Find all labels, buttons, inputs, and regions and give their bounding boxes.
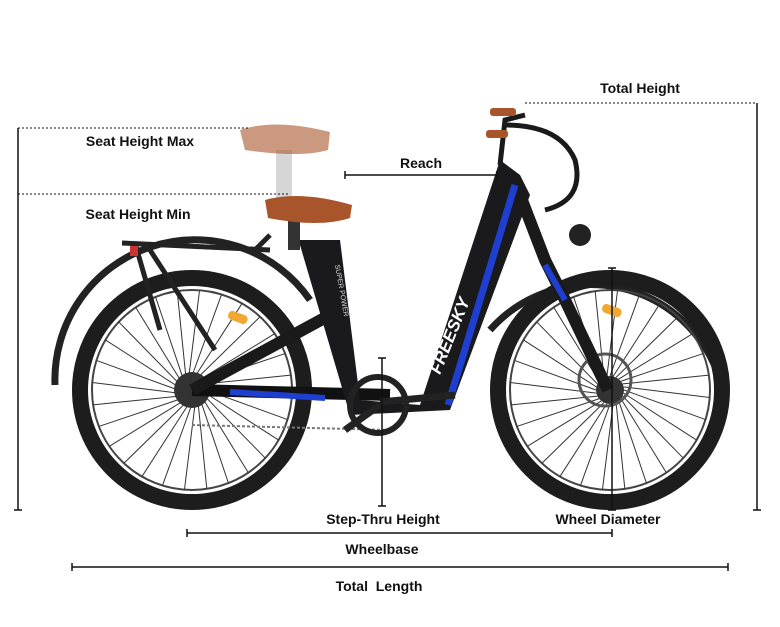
disc-brake-rotor [577,352,633,408]
spoke [123,402,187,464]
seat-height-min-label: Seat Height Min [85,206,190,222]
spoke [514,359,597,391]
spoke [594,291,605,378]
spoke [579,403,611,486]
wheel-diameter-line [608,267,616,511]
front-wheel [490,270,730,510]
spoke [609,294,641,377]
spoke [155,296,184,380]
spoke [559,403,608,477]
spoke [622,374,709,385]
spoke [204,374,291,385]
front-fender [487,281,724,382]
rear-rack [121,233,272,352]
seatstay [189,309,333,396]
saddle-max-ghost [240,124,330,154]
spoke [523,339,597,388]
handlebar-grip [490,108,516,116]
spoke [141,403,190,477]
chainstay-accent [229,389,326,401]
rear-reflector [228,310,248,324]
spoke [511,395,598,406]
rear-light [130,246,138,256]
wheelbase-label: Wheelbase [345,541,418,557]
spoke [620,398,667,473]
spoke [623,386,710,399]
spoke [623,389,706,421]
spoke [96,359,179,391]
wheel-diameter-label: Wheel Diameter [555,511,661,527]
spoke [200,400,229,484]
spoke [618,400,647,484]
fork-accent [542,263,568,302]
spoke [205,392,279,441]
spoke [98,398,182,427]
rear-fender [51,236,313,386]
spoke [188,290,201,377]
total-height-line [753,103,761,511]
frame [295,160,530,415]
dimension-lines [14,102,761,571]
downtube-accent [444,183,519,407]
spoke [109,400,184,447]
spoke [176,291,187,378]
spoke [202,398,249,473]
headlight [569,224,591,246]
chainring [347,374,409,436]
spoke [541,402,605,464]
spoke [197,402,208,489]
spoke [105,339,179,388]
seat-height-line [14,128,22,511]
handlebar [497,112,580,213]
spoke [615,316,679,378]
spoke [183,403,196,490]
spoke [93,395,180,406]
spoke [118,321,180,385]
saddle [265,196,352,223]
spoke [620,353,704,382]
seatpost-max [276,150,292,210]
spoke [516,398,600,427]
total-length-line [71,563,729,571]
spoke [510,381,597,394]
handlebar-grip-lower [486,130,508,138]
crank-arm [342,391,456,433]
seat-height-max-label: Seat Height Max [86,133,194,149]
reach-line [344,171,498,179]
total-length-label: Total Length [336,578,423,594]
spoke [197,316,261,378]
spoke [161,403,193,486]
wheelbase-line [186,529,613,537]
spoke [612,303,661,377]
spoke [527,400,602,447]
total-height-label: Total Height [600,80,680,96]
step-thru-height-line [378,357,386,507]
spoke [622,395,684,459]
spoke [200,333,275,380]
ebike-illustration: FREESKY SUPER POWER [51,108,730,510]
step-thru-height-label: Step-Thru Height [326,511,440,527]
chain [191,424,391,431]
spoke [92,381,179,394]
spoke [623,392,697,441]
reach-label: Reach [400,155,442,171]
spoke [615,402,626,489]
spoke [135,307,182,382]
spoke [536,321,598,385]
